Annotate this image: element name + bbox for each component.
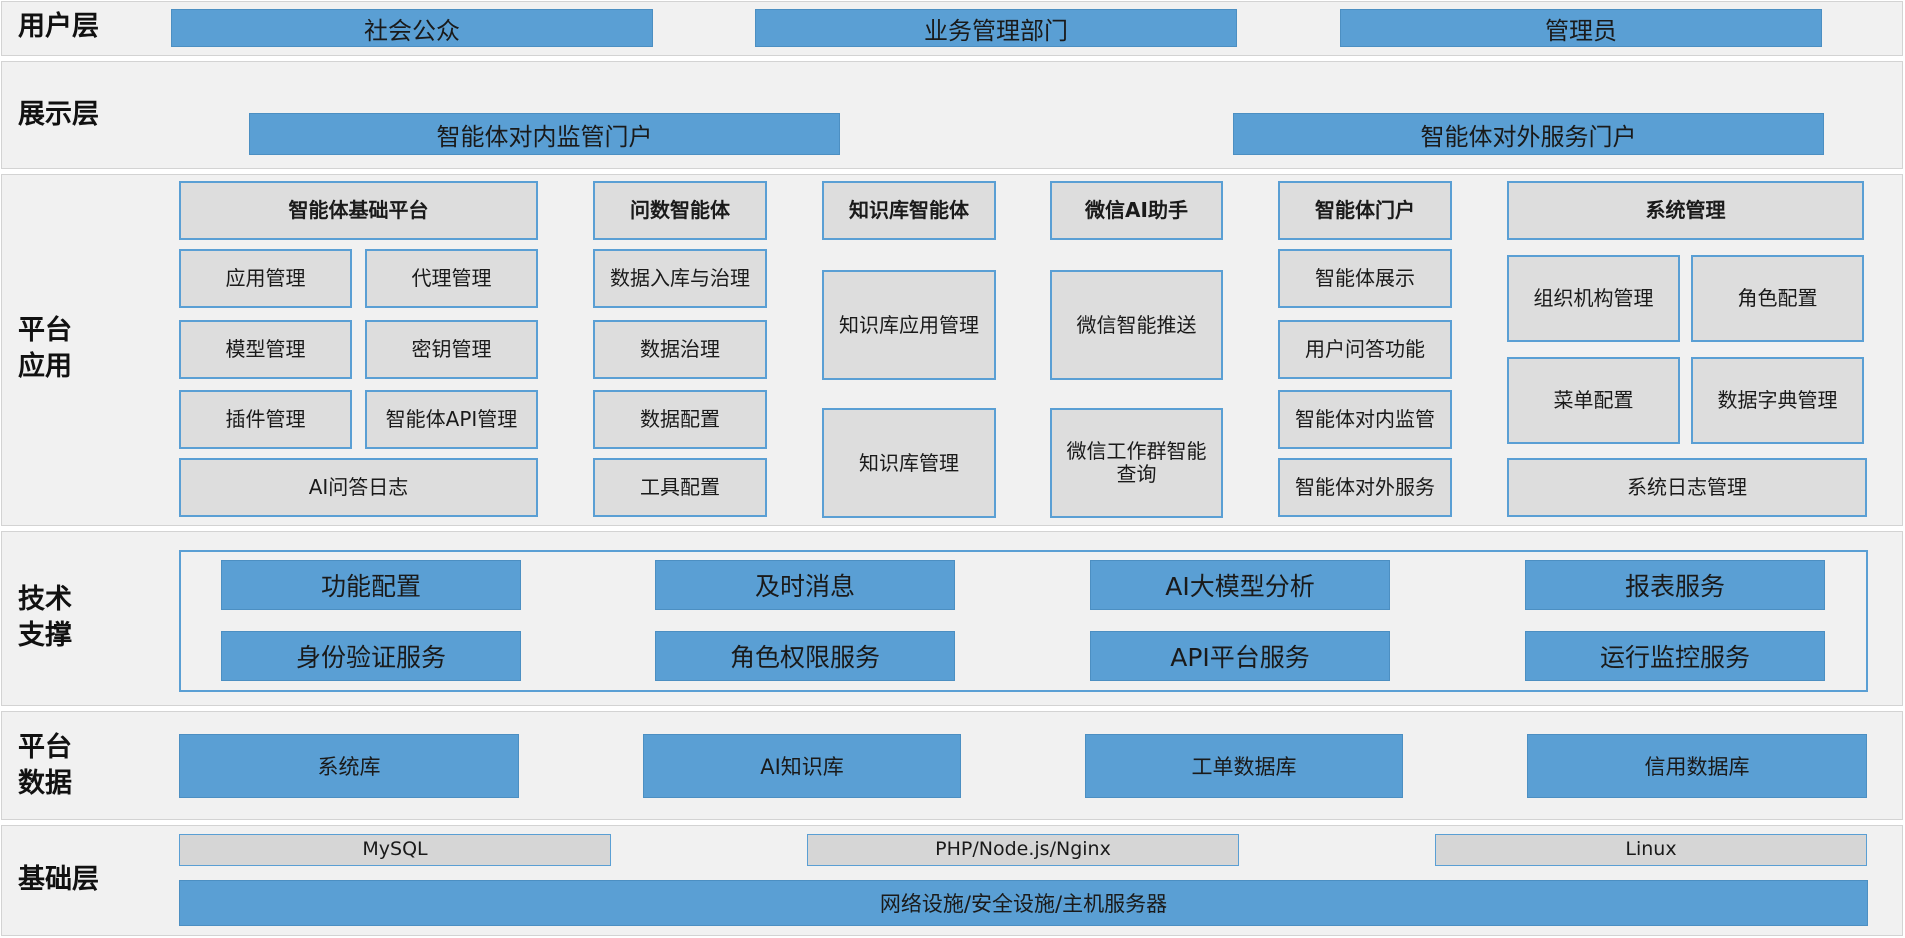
layer-label-infrastructure: 基础层 (18, 864, 99, 895)
menu-configuration: 菜单配置 (1507, 357, 1680, 444)
portal-external-service: 智能体对外服务门户 (1233, 113, 1824, 155)
kb-management: 知识库管理 (822, 408, 996, 518)
db-credit: 信用数据库 (1527, 734, 1867, 798)
tool-configuration: 工具配置 (593, 458, 767, 517)
tech-api-platform-service: API平台服务 (1090, 631, 1390, 681)
agent-platform-title: 智能体基础平台 (179, 181, 538, 240)
user-qa-function: 用户问答功能 (1278, 320, 1452, 379)
stack-linux: Linux (1435, 834, 1867, 866)
agent-portal-title: 智能体门户 (1278, 181, 1452, 240)
data-governance: 数据治理 (593, 320, 767, 379)
agent-api-management: 智能体API管理 (365, 390, 538, 449)
tech-report-service: 报表服务 (1525, 560, 1825, 610)
db-work-order: 工单数据库 (1085, 734, 1403, 798)
data-ingestion-governance: 数据入库与治理 (593, 249, 767, 308)
user-box-public: 社会公众 (171, 9, 653, 47)
org-management: 组织机构管理 (1507, 255, 1680, 342)
wechat-assistant-title: 微信AI助手 (1050, 181, 1223, 240)
tech-monitoring-service: 运行监控服务 (1525, 631, 1825, 681)
tech-role-permission-service: 角色权限服务 (655, 631, 955, 681)
layer-label-platform-app: 平台 应用 (18, 315, 72, 382)
tech-auth-service: 身份验证服务 (221, 631, 521, 681)
system-management-title: 系统管理 (1507, 181, 1864, 240)
data-configuration: 数据配置 (593, 390, 767, 449)
data-agent-title: 问数智能体 (593, 181, 767, 240)
ai-qa-log: AI问答日志 (179, 458, 538, 517)
layer-label-user: 用户层 (18, 11, 99, 42)
tech-instant-message: 及时消息 (655, 560, 955, 610)
proxy-management: 代理管理 (365, 249, 538, 308)
key-management: 密钥管理 (365, 320, 538, 379)
user-box-admin: 管理员 (1340, 9, 1822, 47)
layer-label-tech-support: 技术 支撑 (18, 584, 72, 651)
user-box-business-dept: 业务管理部门 (755, 9, 1237, 47)
agent-showcase: 智能体展示 (1278, 249, 1452, 308)
model-management: 模型管理 (179, 320, 352, 379)
app-management: 应用管理 (179, 249, 352, 308)
stack-php-node-nginx: PHP/Node.js/Nginx (807, 834, 1239, 866)
wechat-group-query: 微信工作群智能 查询 (1050, 408, 1223, 518)
db-system: 系统库 (179, 734, 519, 798)
data-dictionary-management: 数据字典管理 (1691, 357, 1864, 444)
db-ai-knowledge: AI知识库 (643, 734, 961, 798)
stack-mysql: MySQL (179, 834, 611, 866)
infra-base-servers: 网络设施/安全设施/主机服务器 (179, 880, 1868, 926)
agent-external-service: 智能体对外服务 (1278, 458, 1452, 517)
system-log-management: 系统日志管理 (1507, 458, 1867, 517)
role-configuration: 角色配置 (1691, 255, 1864, 342)
tech-ai-model-analysis: AI大模型分析 (1090, 560, 1390, 610)
kb-agent-title: 知识库智能体 (822, 181, 996, 240)
tech-function-config: 功能配置 (221, 560, 521, 610)
kb-app-management: 知识库应用管理 (822, 270, 996, 380)
portal-internal-supervision: 智能体对内监管门户 (249, 113, 840, 155)
layer-label-platform-data: 平台 数据 (18, 732, 72, 799)
plugin-management: 插件管理 (179, 390, 352, 449)
wechat-smart-push: 微信智能推送 (1050, 270, 1223, 380)
layer-label-presentation: 展示层 (18, 99, 99, 130)
agent-internal-supervision: 智能体对内监管 (1278, 390, 1452, 449)
